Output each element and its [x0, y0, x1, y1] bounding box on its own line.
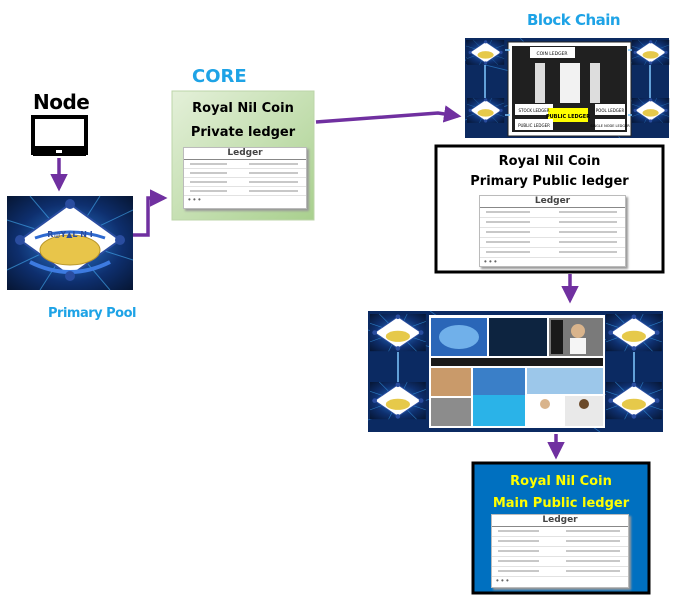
main-public-line1: Royal Nil Coin	[510, 474, 612, 489]
computer-icon	[31, 115, 88, 156]
primary-pool-image: R◎Y▲L N I	[6, 195, 134, 291]
table-row	[184, 178, 306, 187]
arrow-pool-to-core	[133, 189, 168, 237]
core-title-line1: Royal Nil Coin	[192, 101, 294, 116]
table-row	[480, 248, 625, 258]
block-chain-panel: COIN LEDGER STOCK LEDGER PUBLIC LEDGER P…	[464, 37, 670, 139]
table-row	[184, 169, 306, 178]
core-title-line2: Private ledger	[190, 125, 296, 140]
table-row	[492, 557, 628, 567]
ledger-more: • • •	[188, 195, 201, 204]
ledger-header: Ledger	[480, 196, 625, 208]
royal-nil-logo: R◎Y▲L N I	[47, 230, 92, 239]
coin-ledger-label: COIN LEDGER	[536, 51, 567, 57]
main-public-title: Royal Nil Coin Main Public ledger	[473, 471, 649, 515]
primary-public-line1: Royal Nil Coin	[498, 154, 601, 169]
ledger-header: Ledger	[184, 148, 306, 160]
table-row	[480, 208, 625, 218]
stock-ledger-label: STOCK LEDGER	[518, 108, 549, 113]
pool-ledger-label: POOL LEDGER	[596, 108, 625, 113]
table-row	[480, 218, 625, 228]
main-public-line2: Main Public ledger	[492, 496, 630, 511]
ledger-more: • • •	[496, 576, 509, 585]
table-row	[492, 567, 628, 577]
table-row	[184, 160, 306, 169]
arrow-core-to-blockchain	[315, 105, 462, 124]
block-chain-label: Block Chain	[527, 11, 621, 29]
primary-public-line2: Primary Public ledger	[470, 174, 629, 189]
ledger-more: • • •	[484, 257, 497, 266]
table-row	[492, 547, 628, 557]
node-label: Node	[33, 90, 90, 114]
table-row	[492, 537, 628, 547]
table-row	[480, 228, 625, 238]
table-row	[480, 238, 625, 248]
single-node-ledger-label: SINGLE NODE LEDGER	[590, 124, 630, 128]
primary-pool-label: Primary Pool	[48, 306, 136, 321]
primary-ledger-table: Ledger • • •	[479, 195, 626, 267]
core-title: Royal Nil Coin Private ledger	[172, 97, 314, 145]
ledger-header: Ledger	[492, 515, 628, 527]
main-ledger-table: Ledger • • •	[491, 514, 629, 588]
core-label: CORE	[192, 66, 247, 87]
network-collage	[367, 310, 664, 433]
public-ledger-label: PUBLIC LEDGER	[546, 114, 590, 120]
core-ledger-table: Ledger • • •	[183, 147, 307, 209]
primary-public-title: Royal Nil Coin Primary Public ledger	[436, 152, 663, 192]
table-row	[492, 527, 628, 537]
table-row	[184, 187, 306, 196]
public-ledger-small-label: PUBLIC LEDGER	[518, 123, 550, 128]
